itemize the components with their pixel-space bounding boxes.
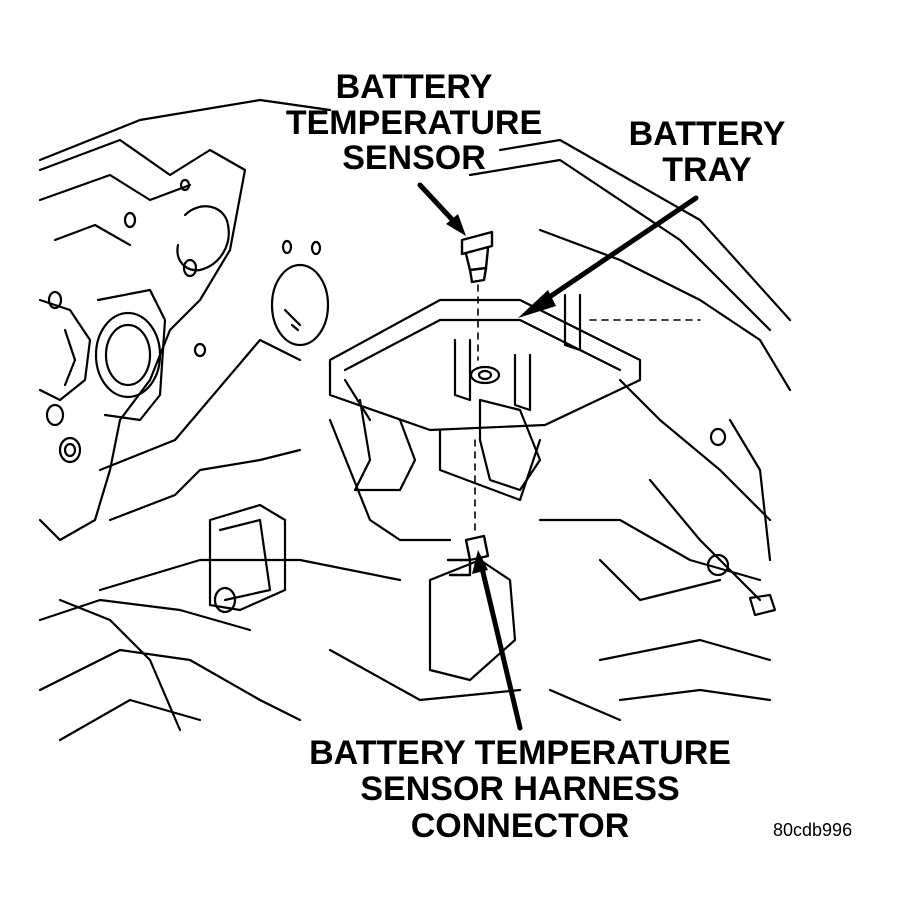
leader-arrows [417, 182, 699, 731]
battery-tray-drawing [328, 293, 642, 502]
alignment-dashed-lines [474, 284, 701, 536]
arrow-heads [446, 214, 556, 574]
sensor-label-line-1: BATTERY [335, 68, 493, 106]
strut-tower [176, 205, 330, 358]
connector-label-line-3: CONNECTOR [410, 806, 630, 845]
tray-label-line-2: TRAY [662, 150, 752, 189]
harness-connector-label: BATTERY TEMPERATURE SENSOR HARNESS CONNE… [285, 734, 755, 845]
left-fender-panel [38, 138, 247, 542]
connector-label-line-2: SENSOR HARNESS [360, 770, 680, 809]
tray-label-line-1: BATTERY [628, 115, 786, 153]
crossmember [38, 338, 402, 742]
lower-bracket [208, 378, 777, 722]
sensor-label-line-3: SENSOR [342, 139, 486, 178]
figure-code: 80cdb996 [773, 820, 853, 840]
battery-temperature-sensor-label: BATTERY TEMPERATURE SENSOR [268, 68, 560, 178]
temperature-sensor-part [460, 230, 494, 284]
battery-tray-label: BATTERY TRAY [618, 115, 796, 189]
harness-connector-part [446, 534, 490, 577]
connector-label-line-1: BATTERY TEMPERATURE [309, 734, 731, 772]
cowl-panel [38, 98, 792, 392]
sensor-label-line-2: TEMPERATURE [285, 103, 543, 142]
